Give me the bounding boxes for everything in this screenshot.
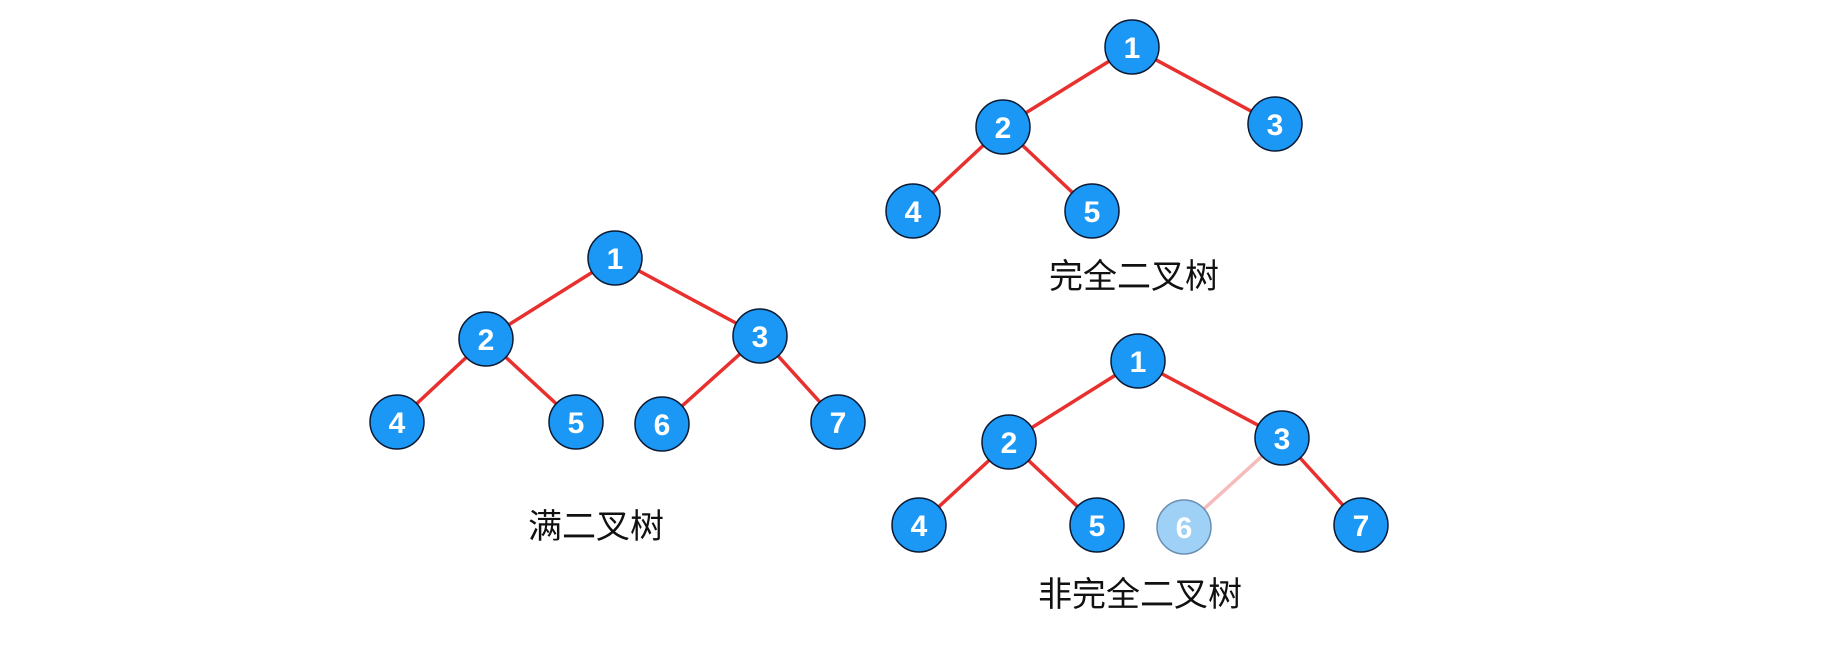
node-non-complete-3: 3 — [1254, 410, 1310, 466]
node-non-complete-6: 6 — [1156, 499, 1212, 555]
node-full-3: 3 — [732, 308, 788, 364]
node-circle-complete-4 — [885, 183, 941, 239]
node-circle-full-2 — [458, 311, 514, 367]
node-circle-full-3 — [732, 308, 788, 364]
caption-complete-binary-tree: 完全二叉树 — [1049, 257, 1219, 297]
node-circle-complete-2 — [975, 99, 1031, 155]
node-non-complete-7: 7 — [1333, 497, 1389, 553]
node-full-2: 2 — [458, 311, 514, 367]
node-label-full-4: 4 — [389, 407, 406, 440]
node-label-non-complete-3: 3 — [1274, 423, 1291, 456]
node-circle-full-4 — [369, 394, 425, 450]
node-circle-full-7 — [810, 394, 866, 450]
node-complete-4: 4 — [885, 183, 941, 239]
node-label-non-complete-7: 7 — [1353, 510, 1370, 543]
node-label-non-complete-4: 4 — [911, 510, 928, 543]
node-label-complete-3: 3 — [1267, 109, 1284, 142]
node-full-6: 6 — [634, 396, 690, 452]
node-label-non-complete-2: 2 — [1001, 427, 1018, 460]
caption-non-complete-binary-tree: 非完全二叉树 — [1038, 575, 1242, 615]
node-non-complete-1: 1 — [1110, 333, 1166, 389]
node-full-5: 5 — [548, 394, 604, 450]
node-label-full-7: 7 — [830, 407, 847, 440]
node-label-complete-1: 1 — [1124, 32, 1141, 65]
node-full-7: 7 — [810, 394, 866, 450]
node-label-full-2: 2 — [478, 324, 495, 357]
node-label-full-1: 1 — [607, 243, 624, 276]
node-label-full-3: 3 — [752, 321, 769, 354]
node-full-1: 1 — [587, 230, 643, 286]
node-circle-full-1 — [587, 230, 643, 286]
node-circle-non-complete-5 — [1069, 497, 1125, 553]
nodes-layer: 1 2 3 4 5 6 7 1 2 3 4 5 1 2 3 4 5 6 7 — [369, 19, 1389, 555]
node-circle-non-complete-2 — [981, 414, 1037, 470]
node-complete-5: 5 — [1064, 183, 1120, 239]
node-full-4: 4 — [369, 394, 425, 450]
node-label-non-complete-6: 6 — [1176, 512, 1193, 545]
node-circle-non-complete-7 — [1333, 497, 1389, 553]
node-circle-non-complete-4 — [891, 497, 947, 553]
node-label-full-5: 5 — [568, 407, 585, 440]
node-circle-non-complete-1 — [1110, 333, 1166, 389]
node-circle-complete-5 — [1064, 183, 1120, 239]
node-label-full-6: 6 — [654, 409, 671, 442]
node-label-complete-2: 2 — [995, 112, 1012, 145]
node-complete-3: 3 — [1247, 96, 1303, 152]
node-circle-full-5 — [548, 394, 604, 450]
caption-full-binary-tree: 满二叉树 — [528, 507, 664, 547]
node-circle-non-complete-3 — [1254, 410, 1310, 466]
node-circle-non-complete-6 — [1156, 499, 1212, 555]
node-non-complete-5: 5 — [1069, 497, 1125, 553]
node-circle-complete-1 — [1104, 19, 1160, 75]
node-circle-full-6 — [634, 396, 690, 452]
node-label-complete-4: 4 — [905, 196, 922, 229]
node-label-non-complete-1: 1 — [1130, 346, 1147, 379]
node-non-complete-4: 4 — [891, 497, 947, 553]
node-complete-1: 1 — [1104, 19, 1160, 75]
node-complete-2: 2 — [975, 99, 1031, 155]
node-circle-complete-3 — [1247, 96, 1303, 152]
node-label-complete-5: 5 — [1084, 196, 1101, 229]
node-non-complete-2: 2 — [981, 414, 1037, 470]
node-label-non-complete-5: 5 — [1089, 510, 1106, 543]
